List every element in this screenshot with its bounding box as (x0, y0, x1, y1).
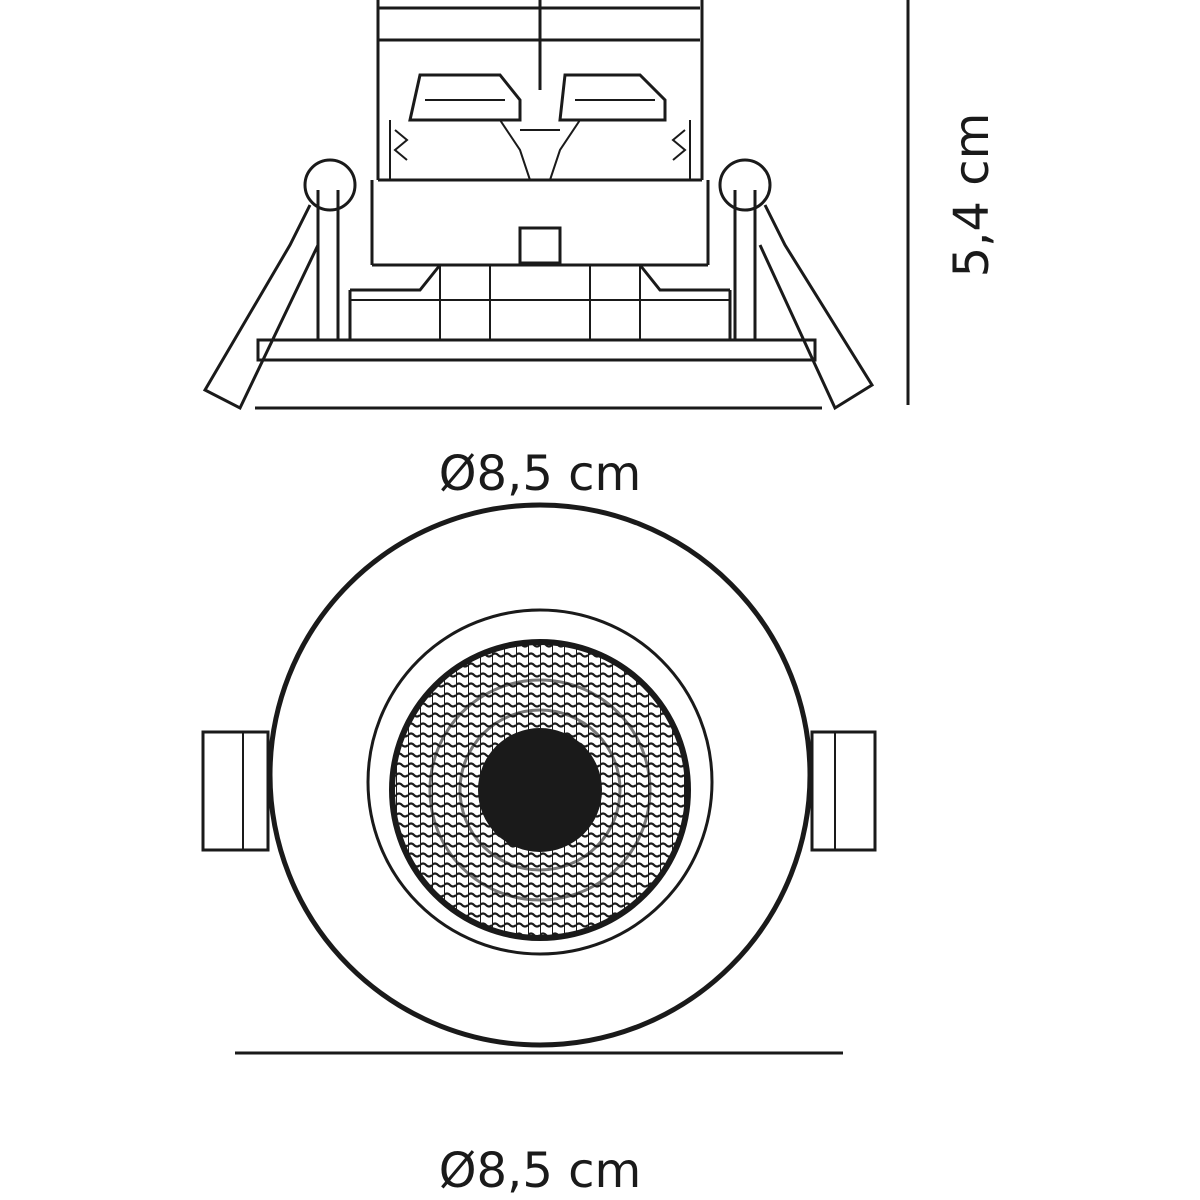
side-width-label: Ø8,5 cm (439, 446, 642, 502)
front-view (201, 502, 877, 1048)
led-chip (478, 728, 602, 852)
side-view (202, 0, 875, 411)
height-label: 5,4 cm (944, 113, 1000, 278)
front-diameter-label: Ø8,5 cm (439, 1143, 642, 1199)
